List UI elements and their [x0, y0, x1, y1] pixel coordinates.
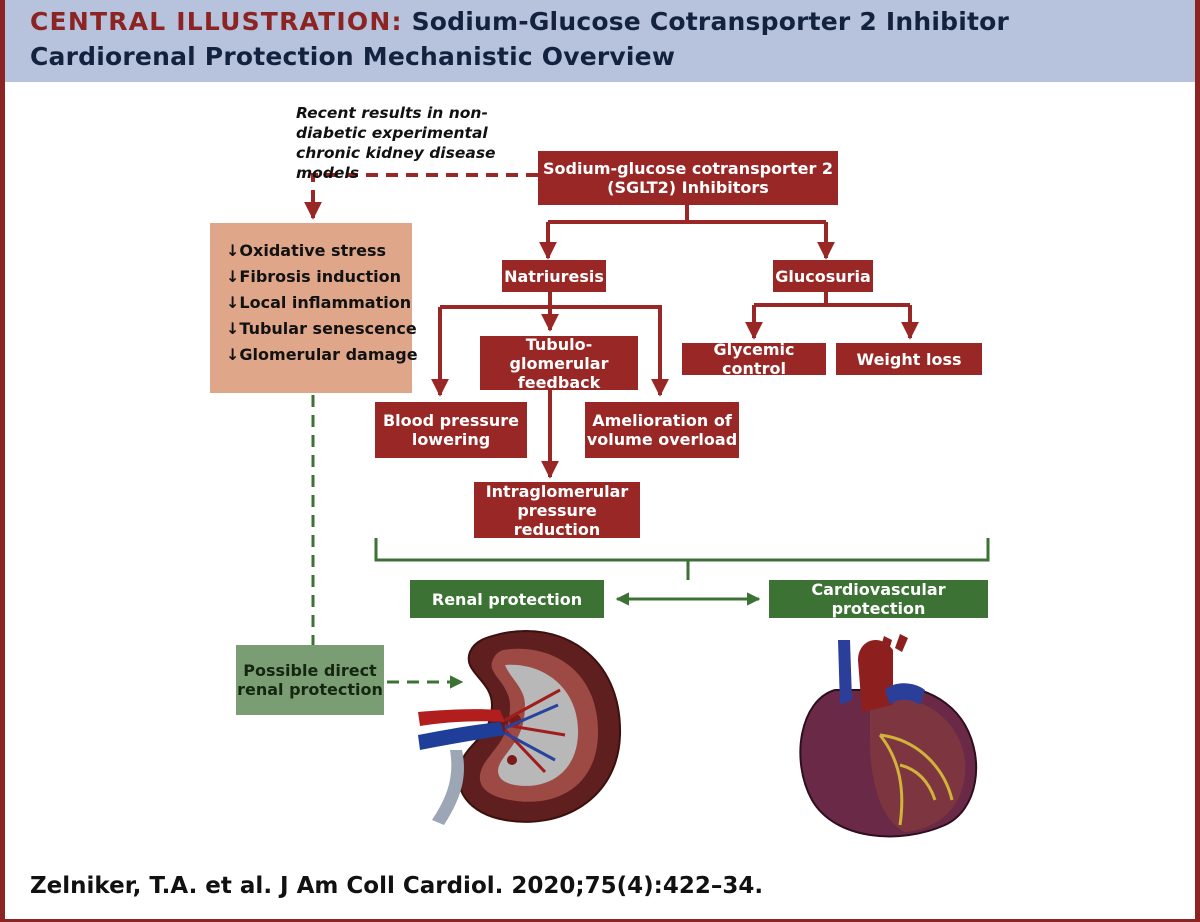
effect-item: ↓Oxidative stress	[226, 241, 387, 260]
cardiovascular-protection-box: Cardiovascular protection	[769, 580, 988, 618]
green-connectors	[311, 395, 990, 689]
bp-lowering-box: Blood pressure lowering	[375, 402, 527, 458]
heart-illustration	[799, 634, 978, 838]
title-label: CENTRAL ILLUSTRATION:	[30, 7, 403, 36]
citation: Zelniker, T.A. et al. J Am Coll Cardiol.…	[30, 873, 764, 899]
effect-item: ↓Glomerular damage	[226, 345, 418, 364]
weight-loss-box: Weight loss	[836, 343, 982, 375]
experimental-note: Recent results in non-diabetic experimen…	[296, 104, 496, 182]
tubulo-glomerular-box: Tubulo-glomerular feedback	[480, 335, 638, 392]
volume-overload-box: Amelioration of volume overload	[585, 402, 739, 458]
direct-effects-box: ↓Oxidative stress ↓Fibrosis induction ↓L…	[210, 223, 418, 393]
red-connectors	[304, 173, 919, 479]
glucosuria-box: Glucosuria	[773, 260, 873, 292]
dashed-arrow-to-effects	[304, 173, 538, 220]
protection-bracket	[374, 538, 990, 562]
header-banner: CENTRAL ILLUSTRATION: Sodium-Glucose Cot…	[5, 0, 1195, 82]
title-text-1: Sodium-Glucose Cotransporter 2 Inhibitor	[411, 7, 1010, 36]
direct-renal-protection-box: Possible direct renal protection	[236, 645, 384, 715]
effect-item: ↓Tubular senescence	[226, 319, 417, 338]
renal-protection-box: Renal protection	[410, 580, 604, 618]
page-title-line-2: Cardiorenal Protection Mechanistic Overv…	[30, 42, 676, 71]
effect-item: ↓Local inflammation	[226, 293, 412, 312]
intraglomerular-box: Intraglomerular pressure reduction	[474, 482, 640, 539]
kidney-illustration	[418, 630, 622, 825]
glycemic-control-box: Glycemic control	[682, 340, 826, 378]
sglt2-inhibitors-box: Sodium-glucose cotransporter 2 (SGLT2) I…	[538, 151, 838, 205]
page-title-line-1: CENTRAL ILLUSTRATION: Sodium-Glucose Cot…	[30, 7, 1009, 36]
natriuresis-box: Natriuresis	[502, 260, 606, 292]
effect-item: ↓Fibrosis induction	[226, 267, 401, 286]
